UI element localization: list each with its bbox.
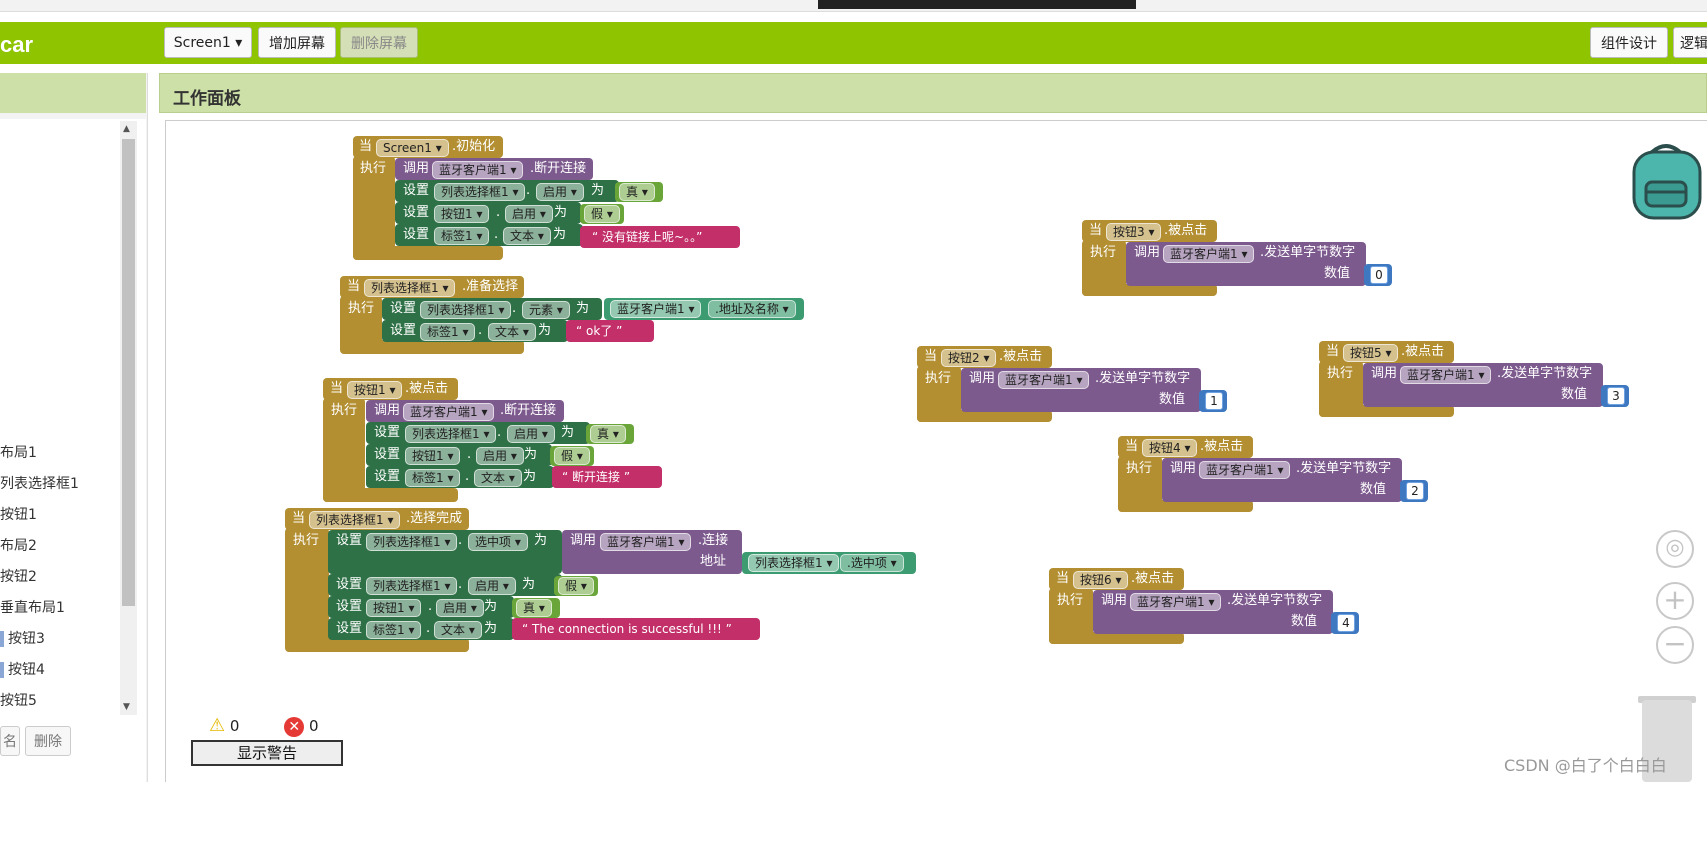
backpack-icon[interactable] <box>1628 138 1704 220</box>
tree-item-button4[interactable]: 按钮4 <box>0 659 45 679</box>
workspace-title: 工作面板 <box>173 89 241 109</box>
workspace-header <box>159 73 1707 113</box>
remove-screen-button[interactable]: 删除屏幕 <box>340 27 418 58</box>
tooltip-bar <box>818 0 1136 9</box>
tree-item-layout1[interactable]: 布局1 <box>0 445 37 461</box>
tree-item-listpicker1[interactable]: 列表选择框1 <box>0 476 79 492</box>
screen-select[interactable]: Screen1 ▾ <box>164 27 252 58</box>
trash-icon[interactable] <box>1642 700 1692 782</box>
blocks-button[interactable]: 逻辑 <box>1673 27 1707 58</box>
zoom-out-icon[interactable]: − <box>1656 626 1694 664</box>
tree-item-button2[interactable]: 按钮2 <box>0 569 37 585</box>
delete-button[interactable]: 删除 <box>25 726 71 756</box>
trash-lid <box>1638 696 1696 703</box>
app-name: car <box>0 32 34 57</box>
toolbar <box>0 22 1707 64</box>
button-icon <box>0 662 4 678</box>
warning-counts: ⚠ 0 ✕ 0 <box>209 715 319 737</box>
rename-button[interactable]: 名 <box>0 726 20 756</box>
error-icon: ✕ <box>284 716 305 737</box>
scroll-up-icon[interactable]: ▲ <box>123 124 130 134</box>
tree-item-layout2[interactable]: 布局2 <box>0 538 37 554</box>
tree-scrollbar-thumb[interactable] <box>122 139 135 606</box>
button-icon <box>0 631 4 647</box>
tree-item-vlayout1[interactable]: 垂直布局1 <box>0 600 65 616</box>
tree-item-button1[interactable]: 按钮1 <box>0 507 37 523</box>
add-screen-button[interactable]: 增加屏幕 <box>258 27 336 58</box>
error-count: 0 <box>309 717 319 735</box>
recenter-icon[interactable]: ◎ <box>1656 530 1694 568</box>
watermark: CSDN @白了个白白白 <box>1504 756 1667 775</box>
scroll-down-icon[interactable]: ▼ <box>123 702 130 712</box>
zoom-in-icon[interactable]: + <box>1656 582 1694 620</box>
tree-item-button5[interactable]: 按钮5 <box>0 693 37 709</box>
designer-button[interactable]: 组件设计 <box>1590 27 1668 58</box>
components-header <box>0 73 146 113</box>
show-warnings-button[interactable]: 显示警告 <box>191 740 343 766</box>
warning-count: 0 <box>229 717 240 735</box>
warning-icon: ⚠ <box>209 715 226 736</box>
tree-item-button3[interactable]: 按钮3 <box>0 628 45 648</box>
